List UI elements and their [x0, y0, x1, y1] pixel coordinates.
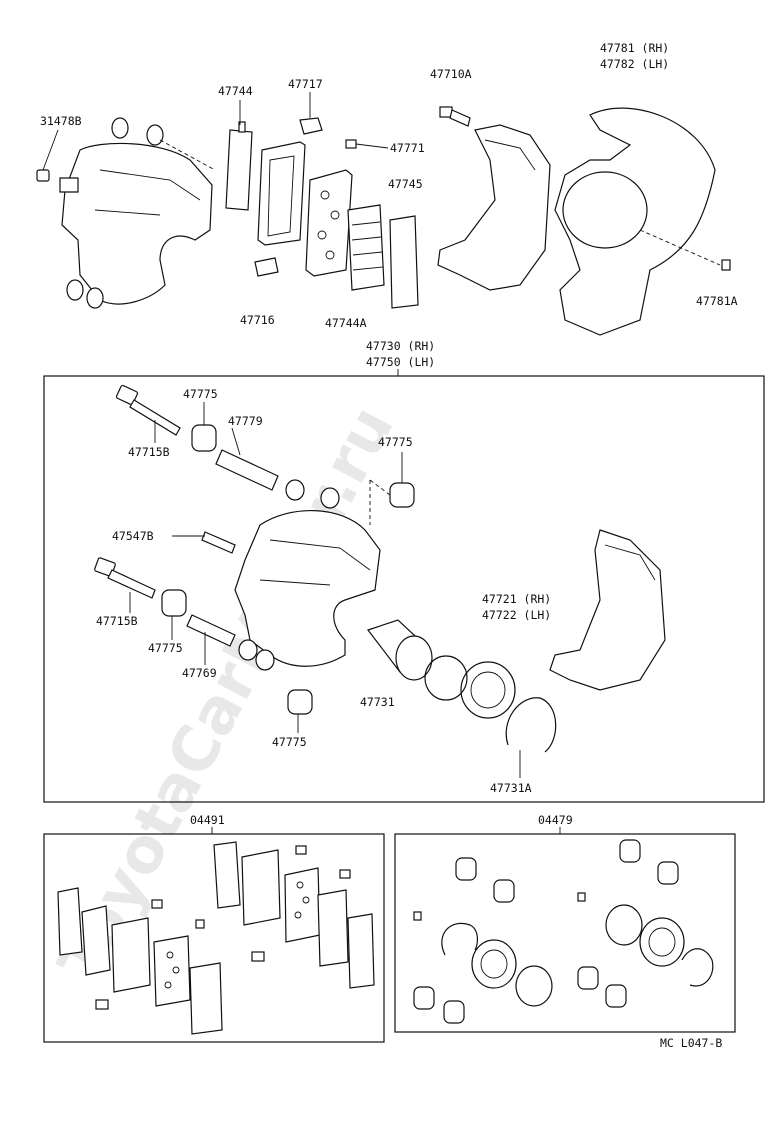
label-47781: 47781 (RH) [600, 41, 669, 55]
label-47744A: 47744A [325, 316, 367, 330]
label-47717: 47717 [288, 77, 323, 91]
bleeder-47547B [172, 531, 236, 554]
bushing-47775-upper [191, 424, 217, 452]
label-47722: 47722 (LH) [482, 608, 551, 622]
set-ring-47731A [505, 697, 557, 753]
screw-47771 [345, 139, 389, 149]
label-47745: 47745 [388, 177, 423, 191]
bushing-47775-right [369, 452, 415, 525]
bolt-47715B-upper [115, 384, 181, 436]
piston-boot-ring [460, 661, 516, 719]
label-47775-right: 47775 [378, 435, 413, 449]
pad-kit-parts [57, 841, 375, 1035]
pin-47779 [215, 427, 279, 491]
label-47750: 47750 (LH) [366, 355, 435, 369]
piston-47731 [367, 619, 433, 681]
bolt-47710A [439, 106, 471, 127]
dust-cover [554, 107, 721, 336]
caliper-body-top [59, 117, 216, 309]
label-47721: 47721 (RH) [482, 592, 551, 606]
pin-47769 [186, 614, 236, 647]
label-47775-lower: 47775 [148, 641, 183, 655]
label-04491: 04491 [190, 813, 225, 827]
piston-seal-ring [424, 655, 468, 701]
footer-code: MC L047-B [660, 1036, 722, 1050]
label-47547B: 47547B [112, 529, 154, 543]
label-47715B-lower: 47715B [96, 614, 138, 628]
pad-outer-top [305, 169, 353, 277]
bolt-47715B-lower [94, 557, 156, 599]
caliper-assembly-box [43, 375, 765, 803]
label-47769: 47769 [182, 666, 217, 680]
caliper-body-main [234, 479, 381, 671]
bleeder-plug-31478B [36, 129, 59, 182]
seal-kit-box [394, 833, 736, 1033]
pad-inner-top [257, 141, 306, 246]
mounting-bracket-47721 [549, 529, 666, 691]
label-47731: 47731 [360, 695, 395, 709]
bushing-47775-bottom [287, 689, 313, 715]
label-47716: 47716 [240, 313, 275, 327]
label-47744: 47744 [218, 84, 253, 98]
shim-47744A [347, 204, 385, 291]
label-47710A: 47710A [430, 67, 472, 81]
label-47779: 47779 [228, 414, 263, 428]
clip-47717 [299, 117, 323, 135]
clip-47716 [254, 257, 279, 277]
seal-kit-parts [413, 839, 714, 1024]
shim-47745 [389, 215, 419, 309]
label-47731A: 47731A [490, 781, 532, 795]
mounting-bracket-top [437, 124, 551, 291]
label-47771: 47771 [390, 141, 425, 155]
label-47715B-upper: 47715B [128, 445, 170, 459]
screw-47781A [721, 259, 731, 271]
label-47775-upper: 47775 [183, 387, 218, 401]
pad-kit-box [43, 833, 385, 1043]
shim-47744 [225, 121, 253, 211]
label-47782: 47782 (LH) [600, 57, 669, 71]
label-04479: 04479 [538, 813, 573, 827]
label-47781A: 47781A [696, 294, 738, 308]
label-47775-bottom: 47775 [272, 735, 307, 749]
label-31478B: 31478B [40, 114, 82, 128]
label-47730: 47730 (RH) [366, 339, 435, 353]
bushing-47775-lower [161, 589, 187, 617]
